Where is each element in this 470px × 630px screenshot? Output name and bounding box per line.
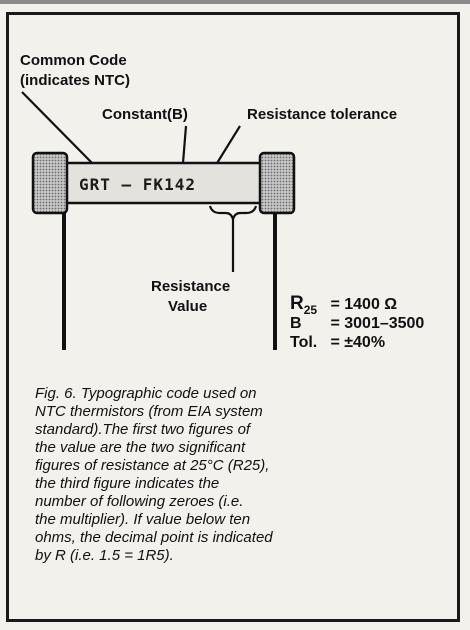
constant-leader [183, 126, 186, 163]
spec-tolerance: Tol. = ±40% [290, 334, 385, 351]
right-end-cap [260, 153, 294, 213]
left-end-cap [33, 153, 67, 213]
tolerance-leader [214, 126, 240, 168]
component-code: GRT — FK142 [79, 175, 196, 194]
value-brace [210, 206, 256, 219]
spec-b: B = 3001–3500 [290, 315, 424, 332]
figure-caption: Fig. 6. Typographic code used on NTC the… [35, 385, 445, 565]
